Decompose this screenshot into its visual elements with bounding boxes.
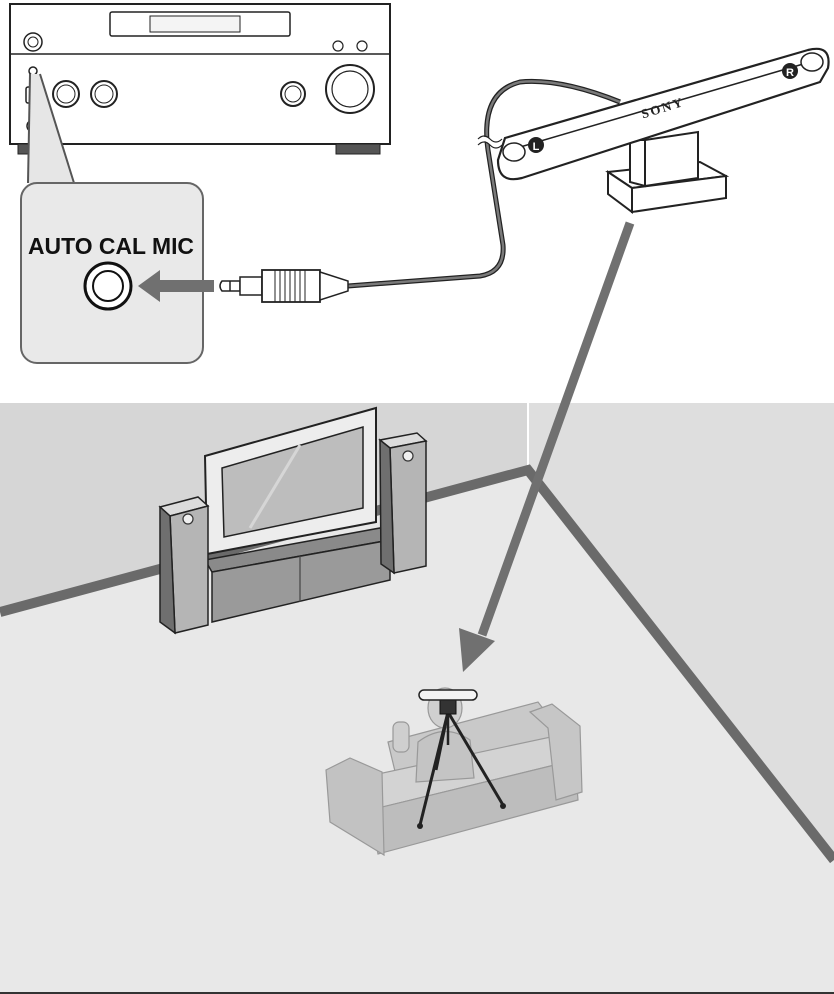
- mic-stand-side: [629, 139, 646, 188]
- knob-1-inner: [56, 84, 76, 104]
- cable-break-mark: [476, 137, 504, 147]
- mic-capsule-left: [502, 142, 526, 162]
- room-right-wall: [528, 403, 834, 860]
- sofa-left-arm: [325, 757, 385, 857]
- front-button-b: [356, 40, 368, 52]
- knob-3-inner: [284, 85, 302, 103]
- callout-pointer: [28, 74, 74, 183]
- cable-wire: [347, 80, 621, 288]
- room-scene: [0, 403, 834, 994]
- front-right-speaker: [378, 432, 428, 575]
- av-receiver: [9, 3, 391, 155]
- speaker-right-tweeter: [402, 450, 414, 462]
- callout-pointer-edge-right: [39, 73, 75, 184]
- speaker-right-side: [379, 438, 395, 575]
- tripod-foot-left: [417, 823, 423, 829]
- insert-arrow: [138, 270, 214, 302]
- receiver-display-window: [149, 15, 241, 33]
- mic-plug: [219, 269, 349, 303]
- mic-left-badge: [528, 137, 544, 153]
- mic-left-marker: L: [533, 141, 540, 153]
- mic-bar-top-edge: [509, 61, 811, 151]
- auto-cal-mic-jack-small: [28, 66, 38, 76]
- speaker-left-front: [169, 505, 209, 634]
- mic-capsule-right: [800, 52, 824, 72]
- person-body: [415, 730, 475, 783]
- plug-collar: [239, 276, 263, 296]
- mic-right-badge: [782, 63, 798, 79]
- mic-stand-front: [644, 130, 699, 188]
- person-hand-left: [392, 721, 410, 753]
- tv-screen-glare: [248, 444, 302, 529]
- speaker-left-side: [159, 505, 176, 635]
- placement-arrow-shaft: [477, 221, 635, 637]
- front-button-a: [332, 40, 344, 52]
- auto-cal-mic-label: AUTO CAL MIC: [28, 233, 194, 259]
- tripod-mount: [439, 699, 457, 715]
- speaker-left-tweeter: [182, 513, 194, 525]
- tripod-leg-right: [446, 711, 505, 806]
- mic-base-left: [607, 170, 633, 214]
- television: [203, 406, 392, 623]
- sofa-right-arm: [528, 703, 583, 801]
- placement-arrow: [459, 221, 635, 672]
- plug-strain-relief: [319, 270, 349, 302]
- tripod-leg-center: [434, 711, 450, 771]
- tripod-foot-right: [500, 803, 506, 809]
- jack-callout: AUTO CAL MIC: [20, 73, 214, 364]
- power-button-inner: [27, 36, 39, 48]
- front-left-speaker: [158, 496, 210, 635]
- volume-knob-inner: [331, 70, 369, 108]
- tripod-mic-bar: [418, 689, 478, 701]
- calibration-microphone: L R SONY: [496, 47, 830, 214]
- cable-break-mark-lines: [477, 135, 503, 149]
- auto-cal-mic-jack-inner: [92, 270, 124, 302]
- tv-stand-front: [211, 539, 391, 623]
- tripod-microphone: [417, 689, 506, 829]
- tv-screen: [221, 426, 364, 538]
- receiver-foot-right: [335, 143, 381, 155]
- mic-right-marker: R: [786, 67, 794, 79]
- callout-pointer-edge-left: [27, 73, 31, 184]
- plug-grip: [261, 269, 321, 303]
- placement-arrow-head: [459, 628, 495, 672]
- microphone-cable: [219, 78, 621, 303]
- knob-2-inner: [94, 84, 114, 104]
